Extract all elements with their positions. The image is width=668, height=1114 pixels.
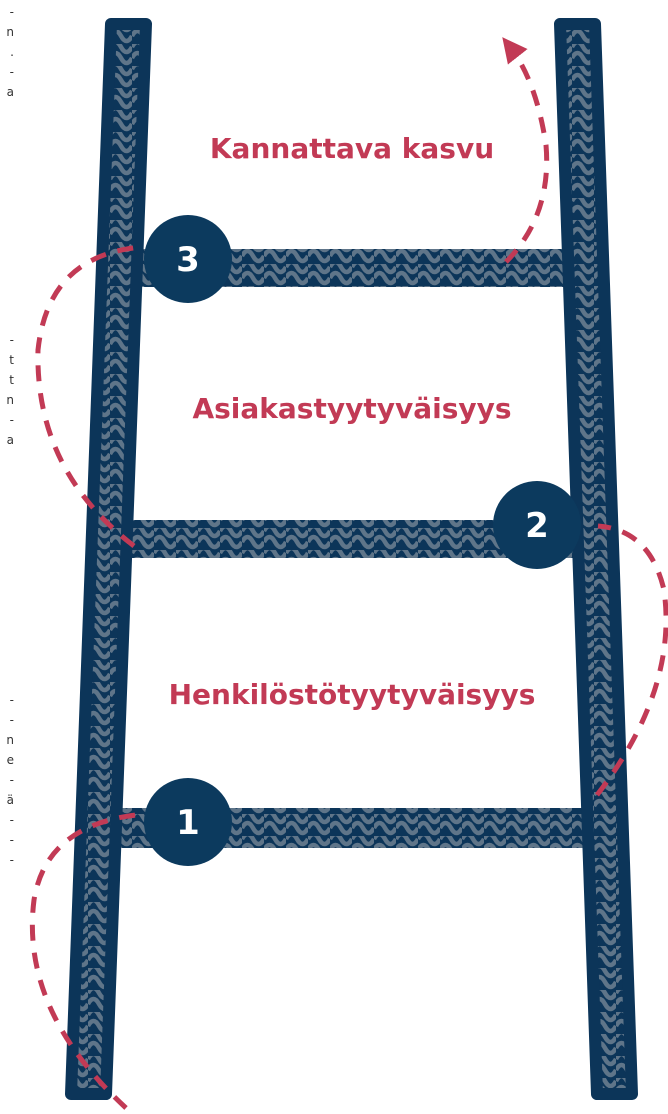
ladder-rails — [65, 18, 638, 1100]
step-labels: Kannattava kasvu Asiakastyytyväisyys Hen… — [169, 132, 536, 711]
edge-char: a — [6, 85, 14, 99]
edge-char: e — [6, 753, 14, 767]
edge-char: ä — [6, 793, 14, 807]
edge-char: - — [9, 65, 14, 79]
edge-char: n — [6, 733, 14, 747]
edge-char: - — [9, 713, 14, 727]
edge-char: t — [9, 373, 14, 387]
edge-char: n — [6, 25, 14, 39]
step-badges: 3 2 1 — [144, 215, 581, 866]
edge-char: . — [10, 45, 14, 59]
arrow-1-to-2 — [595, 523, 668, 797]
edge-char: - — [9, 5, 14, 19]
step-badge-1: 1 — [144, 778, 232, 866]
arrow-3-to-top — [502, 37, 550, 264]
edge-char: - — [9, 813, 14, 827]
edge-char: - — [9, 773, 14, 787]
rung-3 — [124, 249, 584, 287]
edge-char: - — [9, 833, 14, 847]
edge-text-group-3: - - n e - ä - - - — [0, 690, 14, 870]
step-label-3: Kannattava kasvu — [210, 132, 494, 165]
left-rail — [65, 18, 152, 1100]
step-label-2: Asiakastyytyväisyys — [192, 392, 511, 425]
edge-char: - — [9, 693, 14, 707]
progress-arrows — [29, 37, 668, 1110]
rung-2 — [112, 520, 602, 558]
edge-char: - — [9, 413, 14, 427]
arrow-from-bottom-to-1 — [29, 812, 137, 1110]
step-number-2: 2 — [525, 506, 549, 546]
edge-char: - — [9, 853, 14, 867]
edge-char: n — [6, 393, 14, 407]
step-number-1: 1 — [176, 803, 200, 843]
edge-char: a — [6, 433, 14, 447]
right-rail — [554, 18, 638, 1100]
edge-char: t — [9, 353, 14, 367]
edge-text-group-1: - n . - a — [0, 2, 14, 102]
step-badge-3: 3 — [144, 215, 232, 303]
arrow-2-to-3 — [35, 244, 143, 548]
step-label-1: Henkilöstötyytyväisyys — [169, 678, 536, 711]
edge-char: - — [9, 333, 14, 347]
step-badge-2: 2 — [493, 481, 581, 569]
step-number-3: 3 — [176, 240, 200, 280]
edge-text-group-2: - t t n - a — [0, 330, 14, 450]
